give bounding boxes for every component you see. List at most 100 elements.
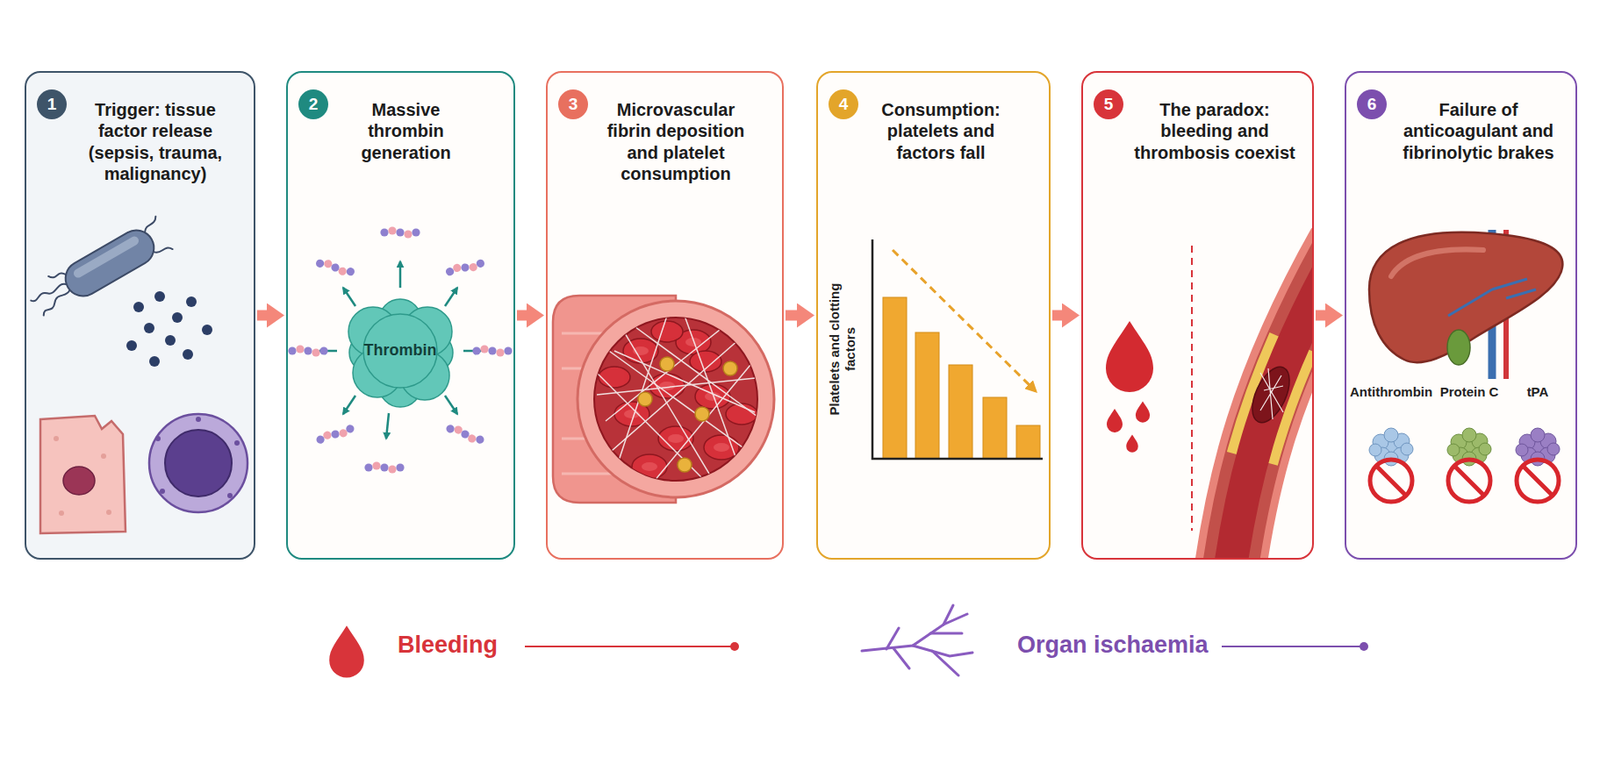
liver xyxy=(1447,330,1471,366)
vessel-cross-section xyxy=(638,392,653,407)
step-number: 1 xyxy=(36,89,67,120)
step-number: 6 xyxy=(1356,89,1387,120)
toxin-dots xyxy=(201,324,213,336)
vessel-cross-section xyxy=(675,330,711,355)
bacterium xyxy=(48,268,66,283)
vessel-cross-section xyxy=(561,333,668,474)
liver xyxy=(1488,229,1497,380)
bar-chart xyxy=(872,239,1043,460)
flow-arrow xyxy=(257,310,273,322)
bacterium xyxy=(30,280,67,304)
damaged-cell xyxy=(40,416,126,534)
blood-drops xyxy=(1106,408,1123,433)
toxin-dots xyxy=(149,356,160,367)
thrombin-molecule xyxy=(363,314,438,388)
thrombin-molecule xyxy=(400,351,450,401)
thrombin-molecule xyxy=(349,333,388,373)
liver xyxy=(1369,232,1563,364)
legend-entry: Bleeding xyxy=(397,631,498,660)
thrombin-arrows xyxy=(463,350,481,353)
prohibition-sign xyxy=(1370,459,1559,503)
vessel-cross-section xyxy=(689,351,722,373)
bar-chart xyxy=(915,332,940,460)
thrombin-arrows xyxy=(386,413,389,439)
legend-line xyxy=(524,642,740,652)
vessel-cross-section xyxy=(614,401,650,427)
bacterium xyxy=(140,216,160,234)
bar-chart xyxy=(1016,425,1041,460)
vessel-cross-section xyxy=(677,458,692,473)
vessel-cross-section xyxy=(667,434,684,444)
damaged-cell xyxy=(106,509,112,516)
bar-chart xyxy=(892,250,1036,392)
thrombin-arrows xyxy=(343,395,356,415)
vessel-cross-section xyxy=(605,315,738,422)
immune-cell xyxy=(165,430,232,497)
prohibition-sign xyxy=(1454,466,1485,496)
vessel-cross-section xyxy=(598,366,631,388)
bacterium xyxy=(71,235,141,280)
vessel-cross-section xyxy=(592,368,703,479)
toxin-dots xyxy=(186,296,197,308)
vessel-cross-section xyxy=(685,337,702,347)
prohibition-sign xyxy=(1522,466,1553,496)
toxin-dots xyxy=(126,291,213,367)
legend-label: Organ ischaemia xyxy=(1017,631,1209,659)
peptide-chains xyxy=(444,257,486,279)
thrombin-arrows xyxy=(319,350,338,353)
bacterium xyxy=(39,290,75,316)
thrombosed-vessel xyxy=(1244,361,1298,429)
vessel-cross-section xyxy=(658,426,694,452)
legend-vessel-icon xyxy=(893,648,910,669)
bacterium xyxy=(153,243,173,259)
thrombosed-vessel xyxy=(1228,245,1313,559)
panel-heading: The paradox: bleeding and thrombosis coe… xyxy=(1123,99,1306,164)
legend-line xyxy=(730,642,740,652)
damaged-cell xyxy=(58,510,65,517)
flow-arrow xyxy=(516,310,532,322)
peptide-chains xyxy=(364,461,404,474)
vessel-cross-section xyxy=(605,333,747,457)
flow-arrow xyxy=(785,310,803,322)
panel-heading: Microvascular fibrin deposition and plat… xyxy=(593,99,759,186)
vessel-cross-section xyxy=(703,435,740,460)
thrombin-arrows xyxy=(444,287,458,307)
vessel-cross-section xyxy=(624,337,730,472)
vessel-cross-section xyxy=(631,454,668,480)
stage-panel: 2Massive thrombin generation xyxy=(286,71,516,560)
damaged-cell xyxy=(40,416,126,534)
legend-vessel-icon xyxy=(861,614,968,652)
immune-cell xyxy=(149,414,248,513)
thrombosed-vessel xyxy=(1228,245,1313,559)
legend-line xyxy=(1359,642,1369,652)
damaged-cell xyxy=(53,436,59,442)
step-number: 4 xyxy=(828,89,859,120)
thrombin-arrows xyxy=(399,261,402,288)
vessel-cross-section xyxy=(624,409,640,419)
bacterium xyxy=(24,215,174,324)
thrombin-arrows xyxy=(319,261,481,439)
immune-cell xyxy=(159,488,166,495)
stage-panel: 1 Trigger: tissue factor release (sepsis,… xyxy=(24,71,256,560)
vessel-cross-section xyxy=(659,381,675,391)
liver xyxy=(1503,229,1509,380)
damaged-cell xyxy=(100,453,107,460)
peptide-chains xyxy=(315,422,357,447)
thrombosed-vessel xyxy=(1228,245,1313,559)
stage-panel: 5The paradox: bleeding and thrombosis co… xyxy=(1081,71,1314,560)
vessel-cross-section xyxy=(592,315,764,492)
blood-drops xyxy=(1105,321,1154,393)
panel-heading: Trigger: tissue factor release (sepsis, … xyxy=(80,99,230,186)
vessel-cross-section xyxy=(596,342,755,457)
vessel-cross-section xyxy=(632,346,649,356)
step-number: 3 xyxy=(558,89,589,120)
peptide-chains xyxy=(380,226,420,238)
blood-drops xyxy=(1105,321,1154,453)
legend-entry: Organ ischaemia xyxy=(1017,631,1209,660)
legend-drop-icon xyxy=(329,625,365,678)
vessel-cross-section xyxy=(577,301,775,498)
thrombosed-vessel xyxy=(1228,245,1313,559)
thrombin-arrows xyxy=(343,287,356,307)
bar-chart xyxy=(882,297,1041,460)
